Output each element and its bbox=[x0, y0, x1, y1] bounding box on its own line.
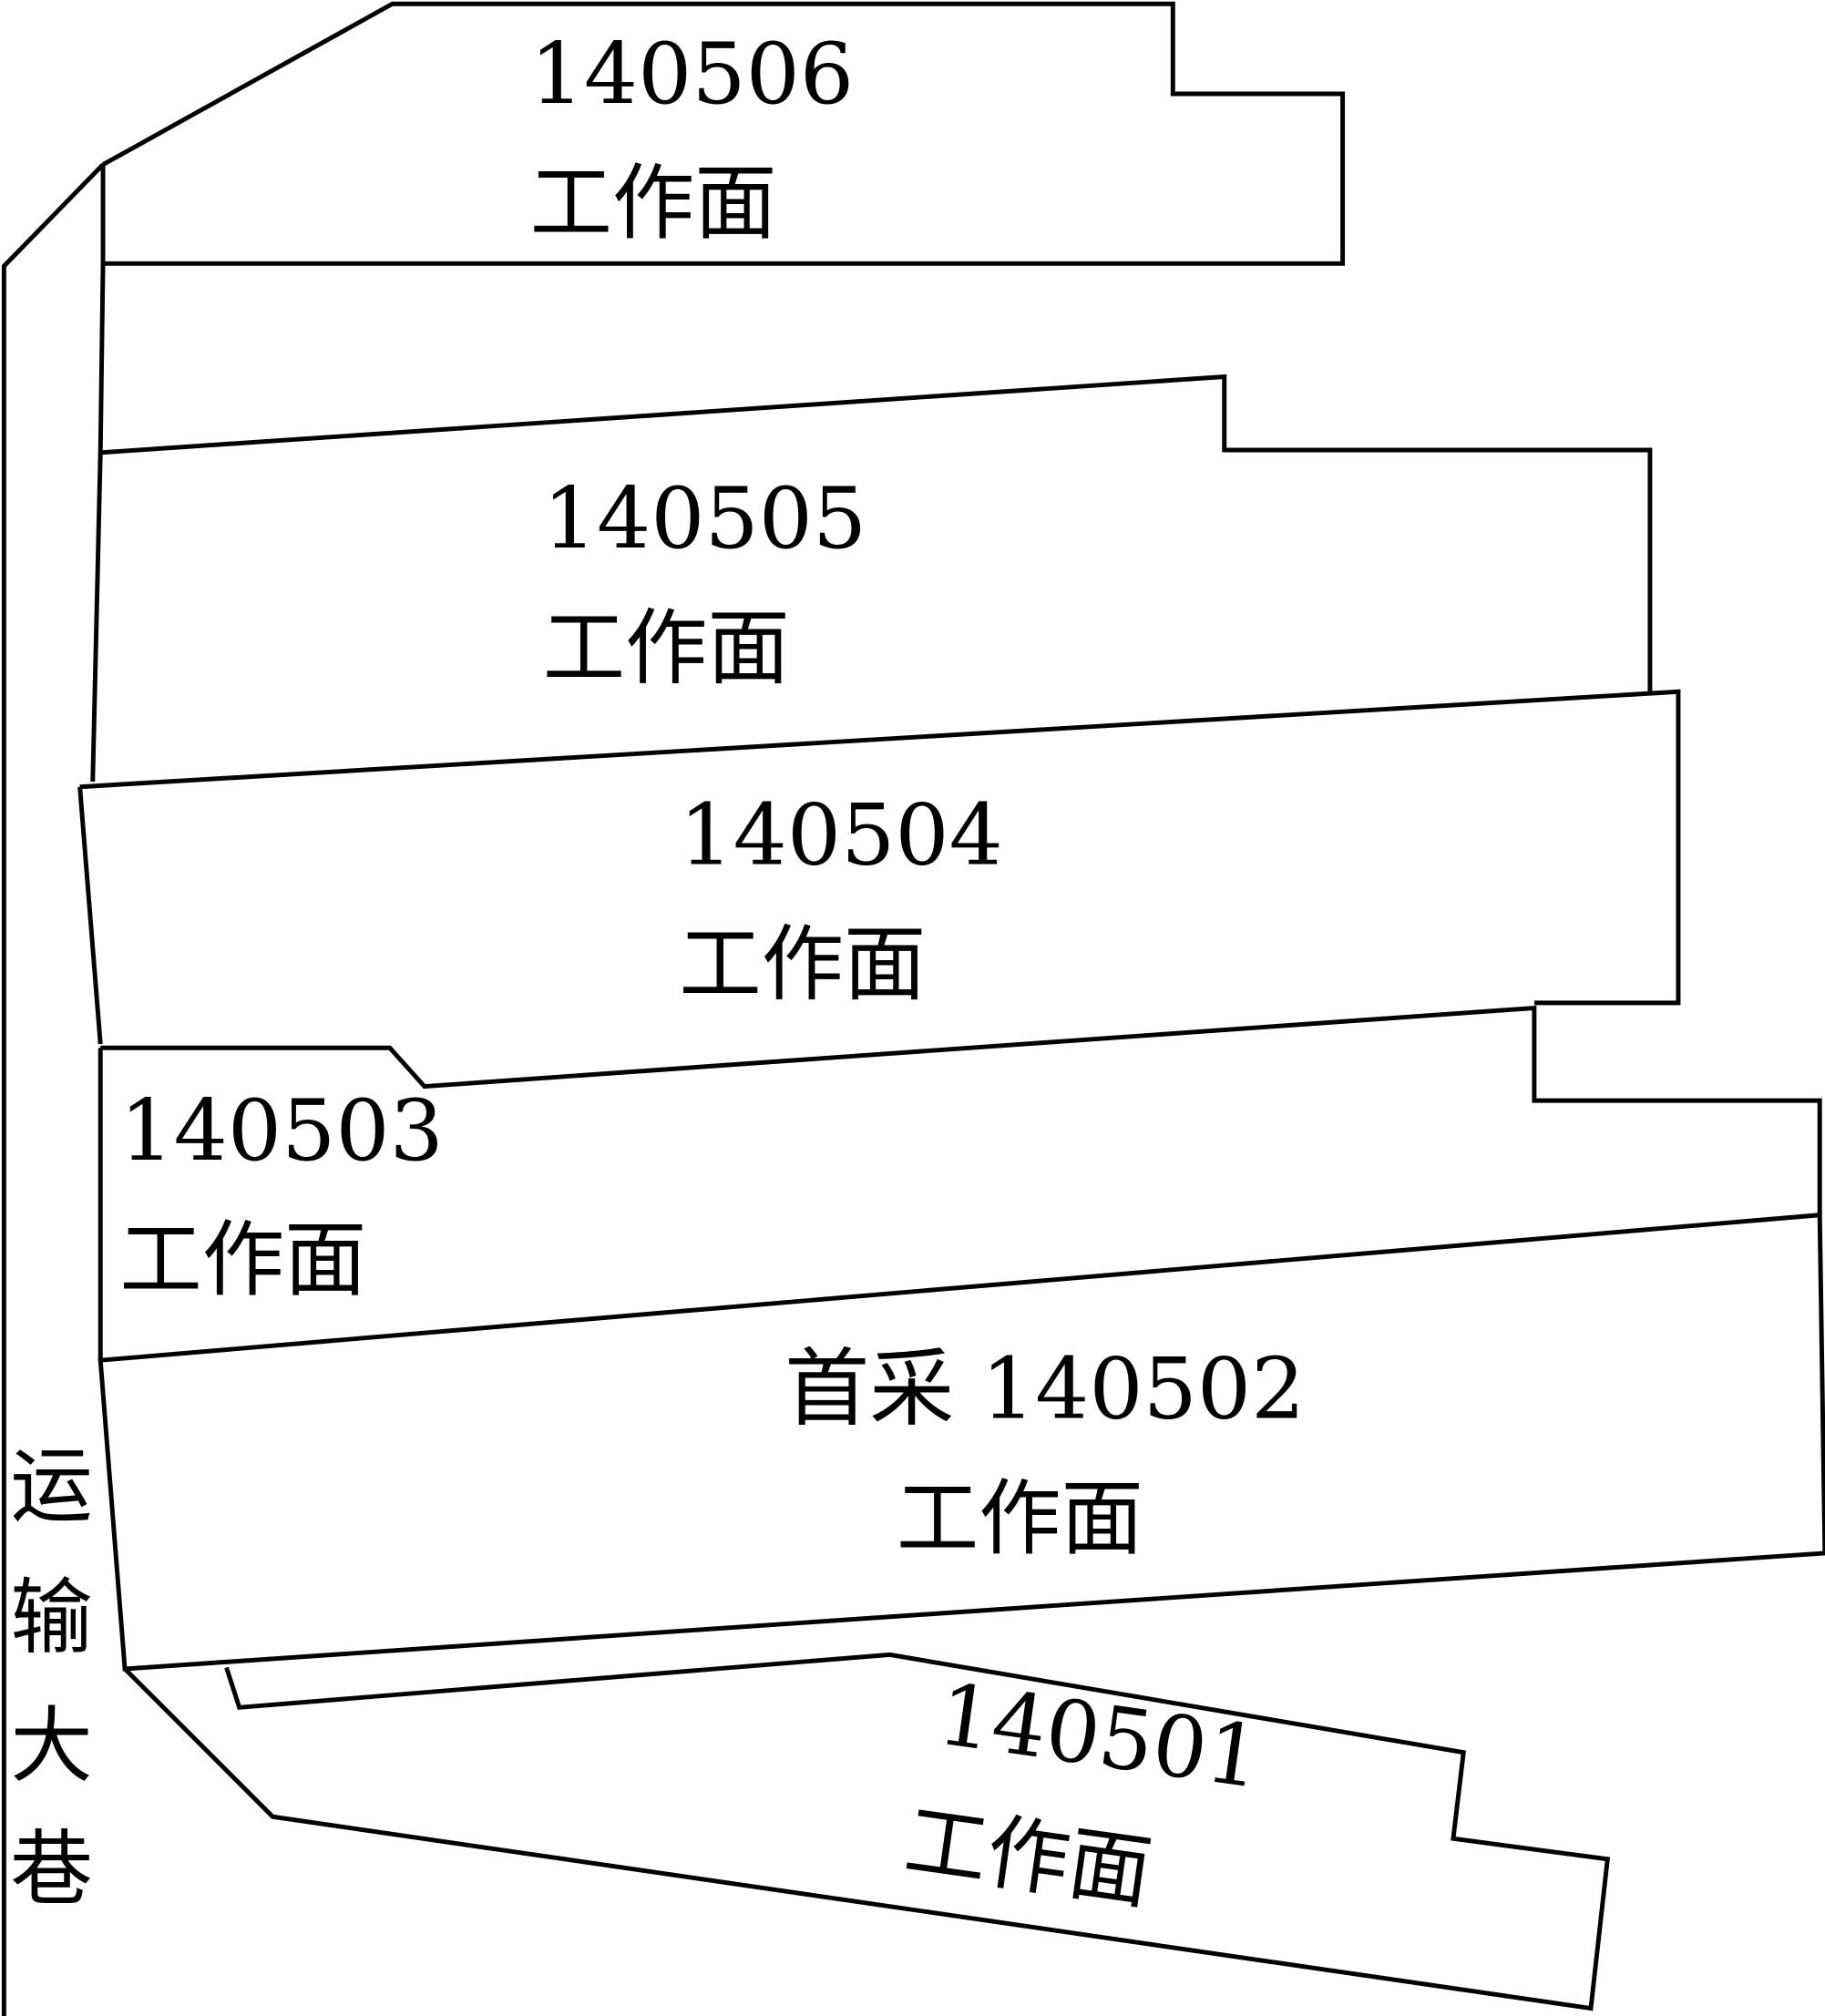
face-140504-label: 140504 工作面 bbox=[679, 785, 1003, 1012]
face-suffix: 工作面 bbox=[899, 1793, 1157, 1922]
face-140501-outline bbox=[123, 1652, 1611, 2011]
roadway-char: 大 bbox=[10, 1699, 92, 1795]
face-140504-left-edge bbox=[77, 786, 103, 1045]
face-id: 140503 bbox=[119, 1081, 443, 1180]
transport-roadway-line bbox=[1, 162, 105, 2016]
roadway-char: 输 bbox=[10, 1571, 92, 1666]
face-140506-outline bbox=[101, 1, 1346, 266]
face-140501-label: 140501 工作面 bbox=[899, 1665, 1266, 1922]
face-140503-label: 140503 工作面 bbox=[119, 1081, 443, 1308]
roadway-char: 运 bbox=[10, 1439, 92, 1535]
face-id: 140506 bbox=[530, 25, 855, 123]
face-id: 首采 140502 bbox=[784, 1340, 1305, 1438]
face-140505-label: 140505 工作面 bbox=[543, 469, 867, 696]
face-suffix: 工作面 bbox=[530, 156, 777, 251]
face-140502-label: 首采 140502 工作面 bbox=[784, 1340, 1305, 1567]
transport-roadway-label: 运 输 大 巷 bbox=[10, 1439, 92, 1919]
roadway-char: 巷 bbox=[10, 1822, 92, 1918]
roadway-inner-boundary bbox=[90, 164, 106, 783]
face-140506-label: 140506 工作面 bbox=[530, 25, 855, 251]
face-suffix: 工作面 bbox=[119, 1213, 366, 1308]
face-suffix: 工作面 bbox=[897, 1471, 1143, 1567]
face-140504-outline bbox=[79, 689, 1681, 1006]
face-140505-outline bbox=[100, 374, 1653, 695]
face-140503-outline bbox=[100, 1005, 1822, 1215]
face-id: 140501 bbox=[932, 1665, 1266, 1807]
face-id: 140505 bbox=[543, 469, 867, 568]
face-suffix: 工作面 bbox=[679, 917, 926, 1013]
face-id: 140504 bbox=[679, 785, 1003, 884]
face-suffix: 工作面 bbox=[543, 600, 790, 696]
